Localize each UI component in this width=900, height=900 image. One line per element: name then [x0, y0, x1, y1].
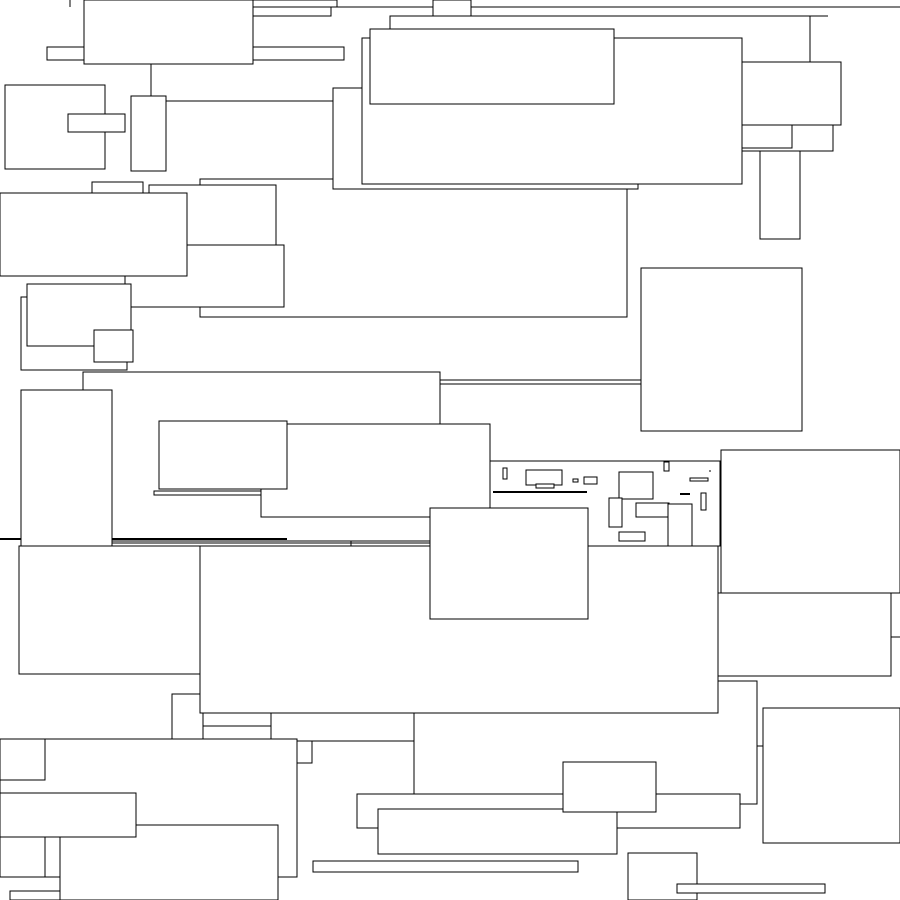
box — [18, 545, 203, 675]
box — [312, 860, 579, 873]
box — [700, 492, 707, 511]
box — [202, 712, 272, 727]
box — [667, 503, 693, 552]
box — [572, 478, 579, 483]
box — [0, 792, 137, 838]
box — [171, 693, 204, 741]
box — [608, 497, 623, 528]
box — [67, 113, 126, 133]
box — [9, 890, 61, 900]
box — [525, 469, 563, 486]
box — [44, 836, 61, 878]
box — [640, 267, 803, 432]
box — [260, 423, 491, 518]
box — [689, 477, 709, 482]
box — [0, 192, 188, 277]
box — [741, 61, 842, 126]
box — [0, 738, 46, 781]
box — [296, 740, 313, 764]
box — [158, 420, 288, 490]
box — [762, 707, 900, 844]
box — [618, 471, 654, 500]
box — [717, 592, 892, 677]
box — [759, 150, 801, 240]
box — [369, 28, 615, 105]
box — [20, 389, 113, 558]
box — [83, 0, 254, 65]
box — [535, 483, 555, 489]
box — [93, 329, 134, 363]
box — [252, 0, 338, 8]
box — [429, 507, 589, 620]
box — [432, 0, 472, 17]
box — [618, 531, 646, 542]
box — [153, 490, 262, 496]
box — [130, 95, 167, 172]
box — [676, 883, 826, 894]
box — [562, 761, 657, 813]
box — [583, 476, 598, 485]
box — [663, 461, 670, 472]
box — [377, 808, 618, 855]
box — [635, 502, 670, 518]
box — [720, 449, 900, 594]
box — [502, 467, 508, 480]
box — [741, 124, 793, 149]
